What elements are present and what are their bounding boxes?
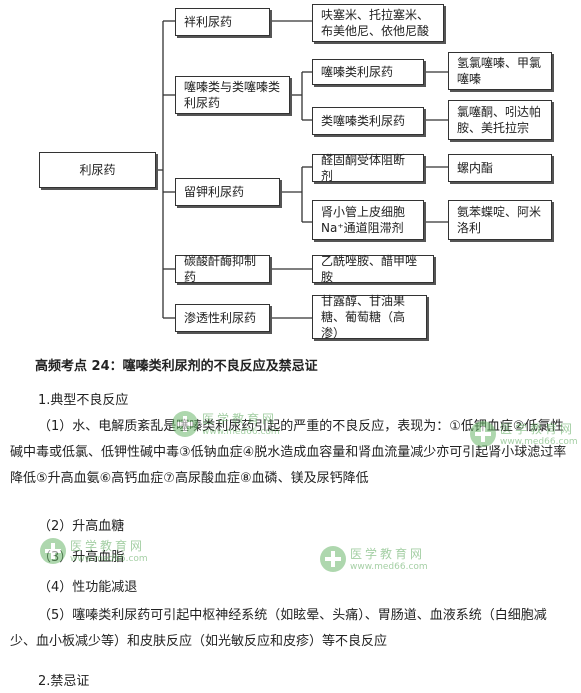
sub-aldosterone-antagonist: 醛固酮受体阻断剂: [312, 153, 424, 183]
leaf-thiazide-drugs: 氢氯噻嗪、甲氯噻嗪: [448, 52, 552, 90]
sub-thiazide-like: 类噻嗪类利尿药: [312, 107, 424, 135]
leaf-carbonic-drugs: 乙酰唑胺、醋甲唑胺: [312, 254, 434, 284]
section-heading: 高频考点 24：噻嗪类利尿剂的不良反应及禁忌证: [35, 359, 318, 374]
leaf-enac-drugs: 氨苯蝶啶、阿米洛利: [448, 200, 552, 240]
watermark: 医学教育网 www.med66.com: [40, 537, 148, 564]
watermark-cn: 医学教育网: [70, 539, 146, 553]
watermark-logo-icon: [172, 410, 198, 437]
branch-thiazide-diuretics: 噻嗪类与类噻嗪类利尿药: [175, 76, 290, 114]
item-4: （4）性功能减退: [38, 580, 138, 595]
watermark-cn: 医学教育网: [350, 547, 426, 561]
item-2: （2）升高血糖: [38, 519, 125, 534]
leaf-osmotic-drugs: 甘露醇、甘油果糖、葡萄糖（高渗）: [312, 294, 427, 340]
watermark-logo-icon: [40, 537, 66, 564]
watermark-en: www.med66.com: [350, 562, 428, 572]
sub-enac-blocker: 肾小管上皮细胞Na⁺通道阻滞剂: [312, 200, 424, 240]
watermark-en: www.med66.com: [202, 427, 280, 437]
subheading-adverse-reactions: 1.典型不良反应: [38, 393, 129, 408]
diagram-root: 利尿药: [39, 152, 156, 188]
subheading-contraindications: 2.禁忌证: [38, 674, 90, 689]
sub-thiazide: 噻嗪类利尿药: [312, 59, 424, 85]
watermark: 医学教育网 www.med66.com: [320, 545, 428, 572]
watermark-en: www.med66.com: [70, 554, 148, 564]
branch-carbonic-anhydrase: 碳酸酐酶抑制药: [175, 254, 270, 284]
watermark-en: www.med66.com: [500, 437, 578, 447]
watermark: 医学教育网 www.med66.com: [470, 420, 578, 447]
watermark: 医学教育网 www.med66.com: [172, 410, 280, 437]
leaf-thiazide-like-drugs: 氯噻酮、吲达帕胺、美托拉宗: [448, 100, 552, 140]
paragraph-1: （1）水、电解质紊乱是噻嗪类利尿药引起的严重的不良反应，表现为：①低钾血症②低氯…: [10, 419, 567, 486]
branch-osmotic: 渗透性利尿药: [175, 304, 270, 332]
paragraph-5: （5）噻嗪类利尿药可引起中枢神经系统（如眩晕、头痛）、胃肠道、血液系统（白细胞减…: [10, 608, 547, 649]
leaf-loop-drugs: 呋塞米、托拉塞米、布美他尼、依他尼酸: [312, 4, 444, 42]
diagram-connectors: [156, 20, 448, 319]
watermark-logo-icon: [470, 420, 496, 447]
branch-potassium-sparing: 留钾利尿药: [175, 178, 280, 206]
watermark-cn: 医学教育网: [500, 422, 576, 436]
branch-loop-diuretics: 袢利尿药: [175, 8, 270, 36]
watermark-cn: 医学教育网: [202, 412, 278, 426]
leaf-spironolactone: 螺内酯: [448, 154, 552, 182]
watermark-logo-icon: [320, 545, 346, 572]
